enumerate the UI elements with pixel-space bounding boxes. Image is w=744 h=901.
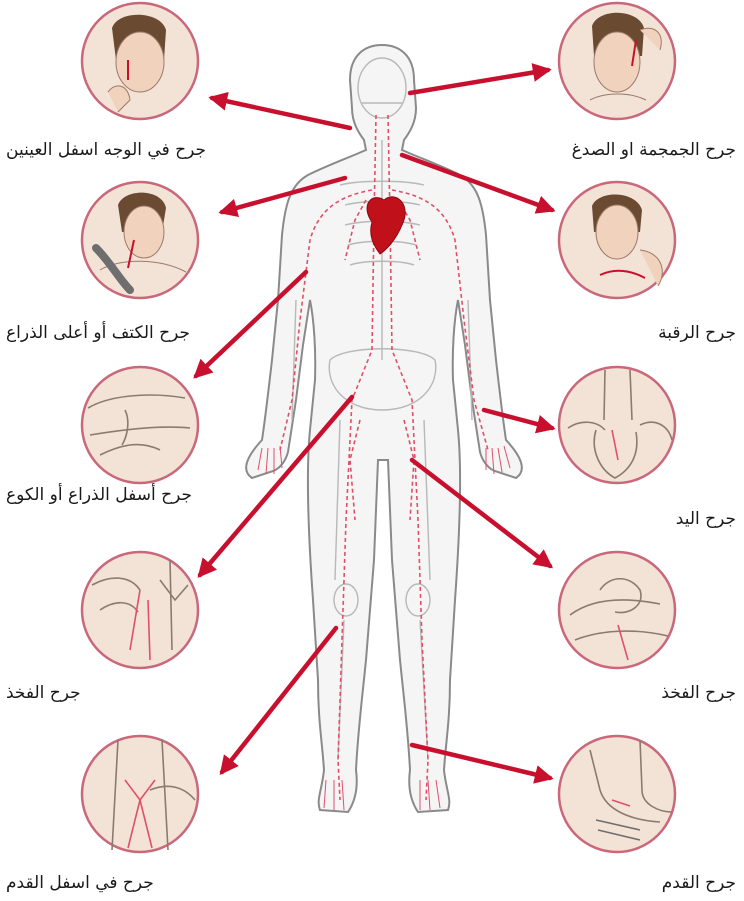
body-silhouette [246,45,522,812]
circle-lower-leg [82,736,198,852]
label-hand-wound: جرح اليد [676,508,736,530]
circle-neck [559,182,675,298]
circle-foot [559,736,675,852]
label-forearm-wound: جرح أسفل الذراع أو الكوع [6,484,192,506]
circle-thigh-right [559,552,675,668]
arrow-face [212,98,350,128]
label-thigh-wound-right: جرح الفخذ [661,682,736,704]
label-shoulder-wound: جرح الكتف أو أعلى الذراع [6,322,190,344]
circle-face [82,3,198,119]
circle-forearm [82,367,198,483]
label-lower-leg-wound: جرح في اسفل القدم [6,872,154,894]
extremity-vessels [258,446,510,810]
circle-temple [559,3,675,119]
label-foot-wound: جرح القدم [662,872,736,894]
circle-thigh-left [82,552,198,668]
label-face-wound: جرح في الوجه اسفل العينين [6,139,206,161]
label-neck-wound: جرح الرقبة [658,322,736,344]
arrow-temple [410,70,548,93]
label-thigh-wound-left: جرح الفخذ [6,682,81,704]
label-temple-wound: جرح الجمجمة او الصدغ [572,139,736,161]
circle-hand [559,367,675,483]
human-body-figure [246,45,522,812]
circle-shoulder [82,182,198,298]
